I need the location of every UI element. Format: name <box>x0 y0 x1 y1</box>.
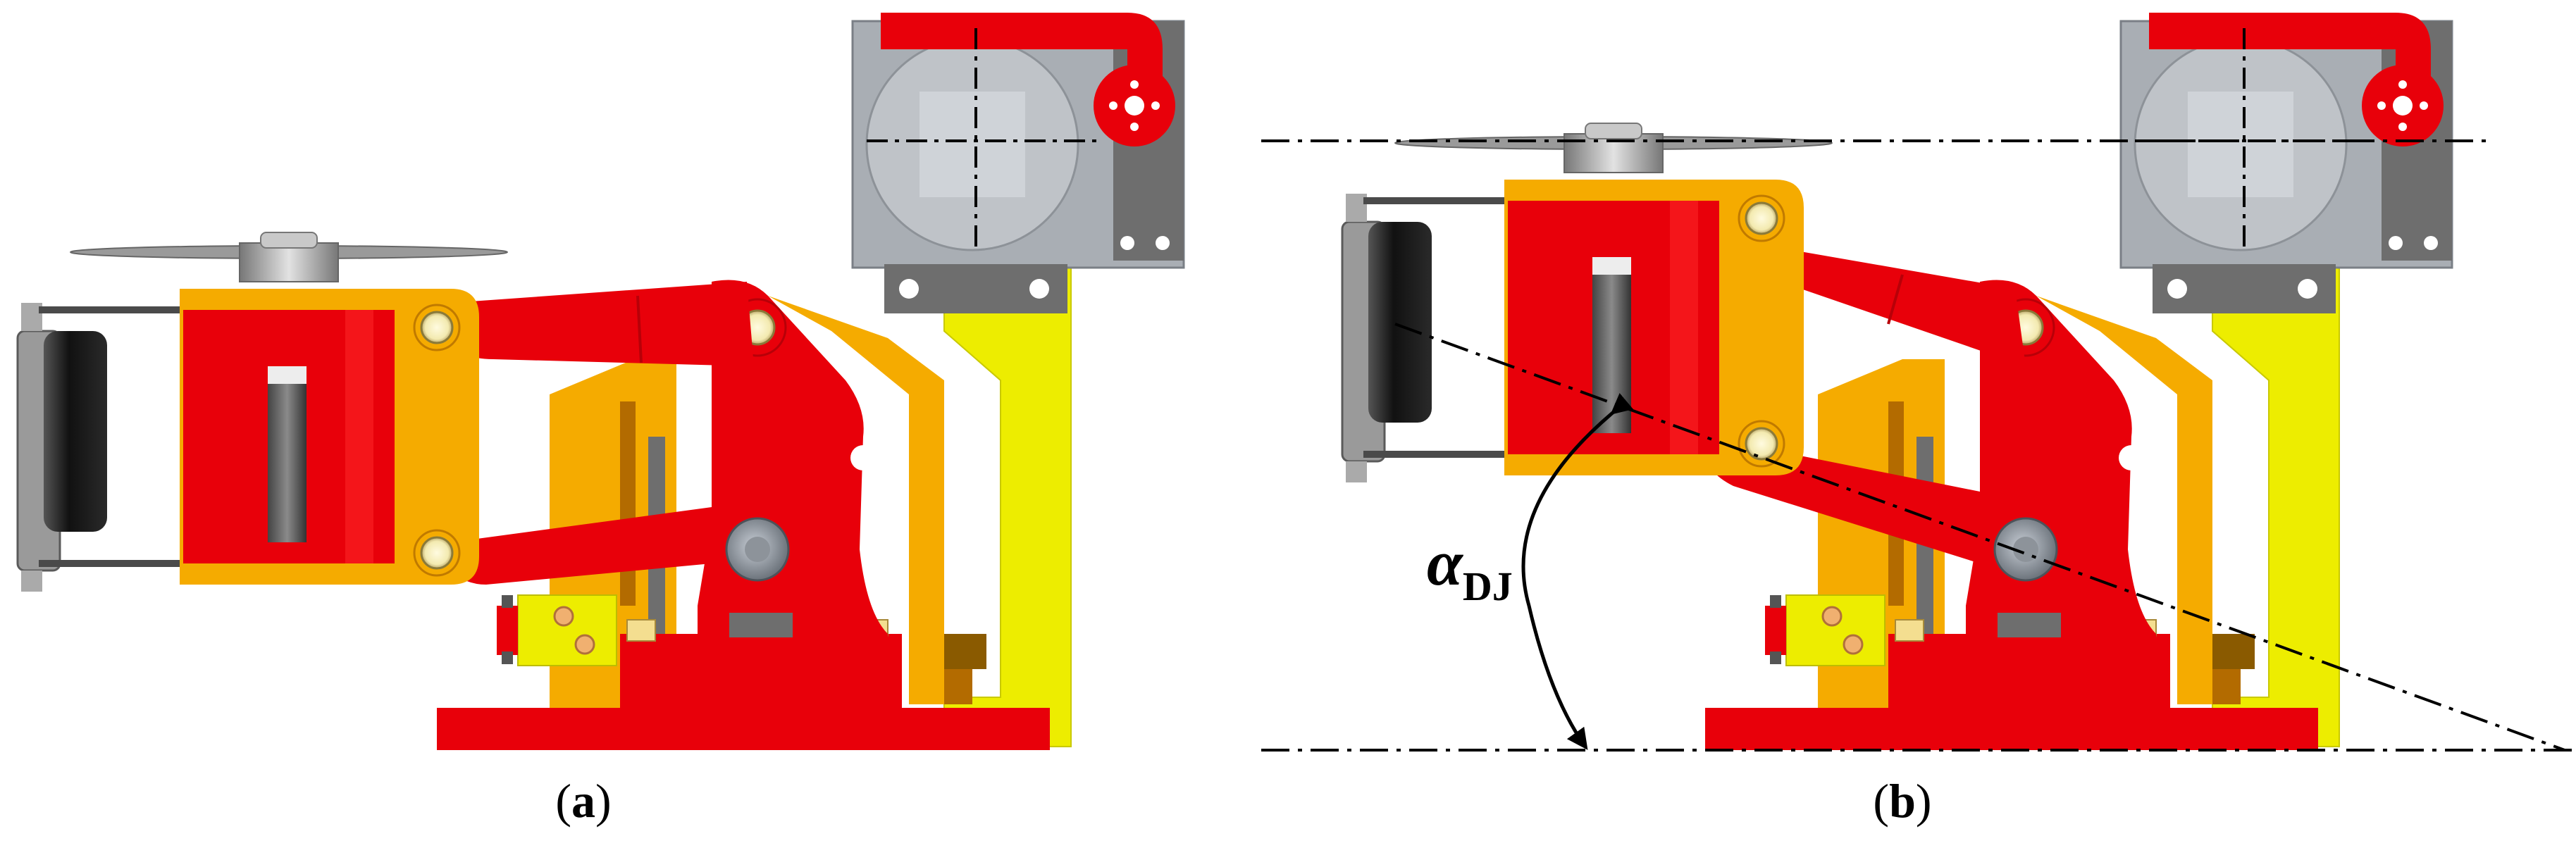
panel-a-mechanism <box>16 11 1185 752</box>
panel-a-upper-link <box>451 282 754 366</box>
angle-label: αDJ <box>1427 527 1513 609</box>
panel-a-lower-link <box>451 507 712 585</box>
panel-b: αDJ (b) <box>1261 11 2572 828</box>
panel-a-caption: (a) <box>555 774 611 828</box>
panel-a: (a) <box>16 11 1185 828</box>
angle-arc <box>1521 393 1634 750</box>
panel-b-mechanism <box>1341 11 2453 752</box>
panel-b-caption: (b) <box>1873 774 1931 828</box>
